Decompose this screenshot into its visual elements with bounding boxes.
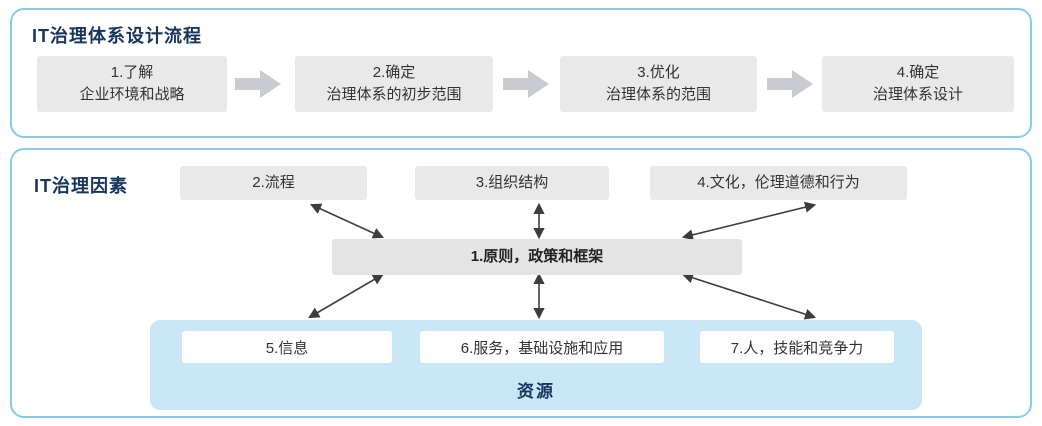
factors-panel: IT治理因素 2.流程 3.组织结构 4.文化，伦理道德和行为 1.原则，政策和… bbox=[10, 148, 1032, 418]
flow-step-1-line1: 1.了解 bbox=[110, 64, 154, 81]
factor-information-label: 5.信息 bbox=[265, 339, 309, 357]
flow-step-3-line2: 治理体系的范围 bbox=[605, 86, 711, 103]
factor-people-label: 7.人，技能和竞争力 bbox=[730, 339, 864, 357]
flow-step-3: 3.优化 治理体系的范围 bbox=[560, 56, 757, 112]
flow-step-4-line1: 4.确定 bbox=[896, 64, 940, 81]
factor-culture-label: 4.文化，伦理道德和行为 bbox=[697, 174, 860, 191]
factor-principles-box: 1.原则，政策和框架 bbox=[332, 239, 742, 275]
flow-arrow-icon bbox=[503, 70, 549, 98]
factor-information-box: 5.信息 bbox=[182, 331, 392, 363]
flow-step-4-line2: 治理体系设计 bbox=[872, 86, 963, 103]
flow-step-3-line1: 3.优化 bbox=[637, 64, 680, 81]
flow-arrow-icon bbox=[235, 70, 281, 98]
factor-process-box: 2.流程 bbox=[180, 166, 367, 200]
flow-step-2: 2.确定 治理体系的初步范围 bbox=[295, 56, 493, 112]
flow-step-2-line2: 治理体系的初步范围 bbox=[326, 86, 462, 103]
factor-culture-box: 4.文化，伦理道德和行为 bbox=[650, 166, 907, 200]
factor-process-label: 2.流程 bbox=[252, 174, 295, 191]
flow-step-4: 4.确定 治理体系设计 bbox=[822, 56, 1014, 112]
resources-label: 资源 bbox=[517, 382, 555, 401]
factor-org-structure-box: 3.组织结构 bbox=[415, 166, 609, 200]
process-panel: IT治理体系设计流程 1.了解 企业环境和战略 2.确定 治理体系的初步范围 3… bbox=[10, 8, 1032, 138]
factor-people-box: 7.人，技能和竞争力 bbox=[700, 331, 894, 363]
factor-services-label: 6.服务，基础设施和应用 bbox=[460, 339, 624, 357]
factors-panel-title: IT治理因素 bbox=[34, 176, 128, 196]
flow-arrow-icon bbox=[767, 70, 813, 98]
factor-principles-label: 1.原则，政策和框架 bbox=[470, 248, 604, 265]
factor-org-structure-label: 3.组织结构 bbox=[475, 174, 549, 191]
process-panel-title: IT治理体系设计流程 bbox=[32, 26, 202, 46]
factor-services-box: 6.服务，基础设施和应用 bbox=[420, 331, 664, 363]
flow-step-1: 1.了解 企业环境和战略 bbox=[37, 56, 227, 112]
flow-step-2-line1: 2.确定 bbox=[372, 64, 416, 81]
flow-step-1-line2: 企业环境和战略 bbox=[79, 86, 185, 103]
